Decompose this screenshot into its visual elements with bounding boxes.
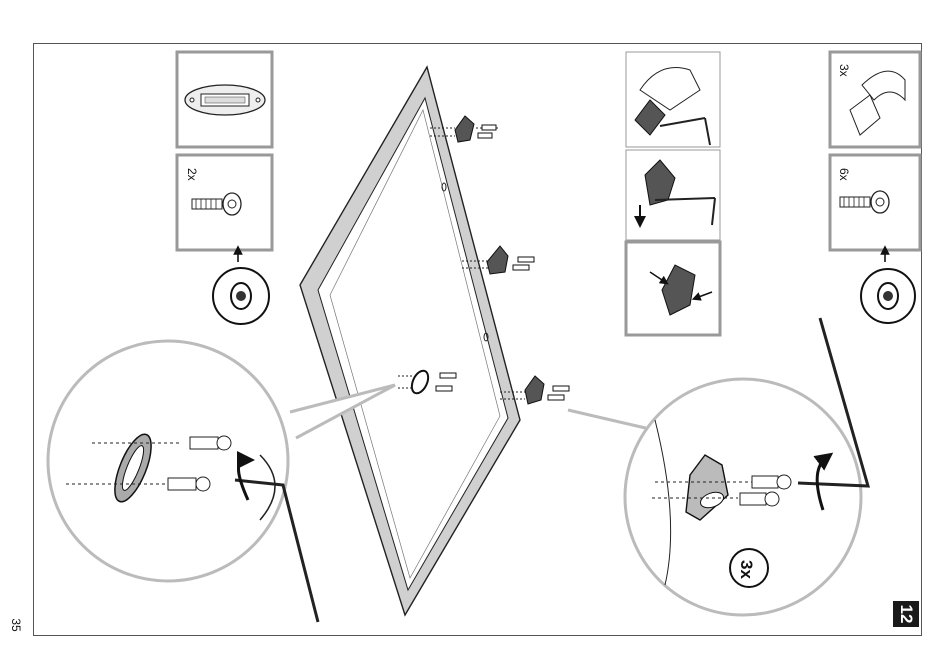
bracket-step-1 bbox=[626, 52, 720, 147]
wall-plug-left bbox=[213, 250, 269, 324]
mirror-panel bbox=[300, 67, 520, 615]
screws-right-qty: 6x bbox=[837, 168, 851, 181]
oval-fitting-box bbox=[177, 52, 272, 147]
step-number: 12 bbox=[893, 601, 919, 627]
screws-box-left: 2x bbox=[177, 155, 272, 250]
screws-left-qty: 2x bbox=[185, 168, 199, 181]
zoom-callout-right: 3x bbox=[568, 318, 868, 615]
brackets-qty: 3x bbox=[837, 64, 851, 77]
wall-plug-right bbox=[861, 250, 915, 323]
repeat-count: 3x bbox=[737, 560, 756, 579]
brackets-box: 3x bbox=[830, 52, 920, 147]
bracket-step-2 bbox=[626, 150, 720, 240]
bracket-step-3 bbox=[626, 242, 720, 335]
screws-box-right: 6x bbox=[830, 155, 920, 250]
